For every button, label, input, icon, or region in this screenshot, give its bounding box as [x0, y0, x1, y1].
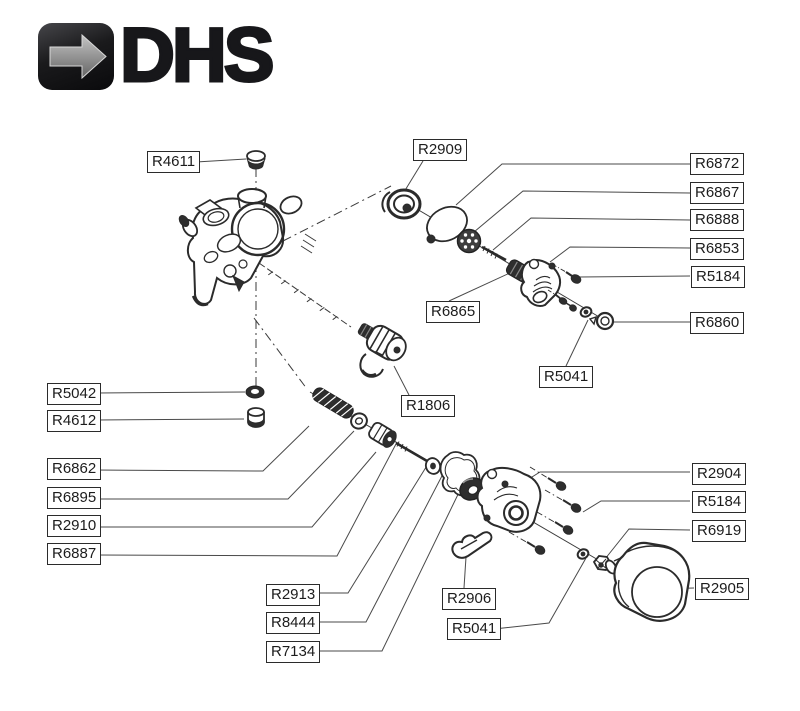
- part-label-r6862: R6862: [47, 458, 102, 480]
- part-label-r5042: R5042: [47, 383, 102, 405]
- part-label-r6895: R6895: [47, 487, 102, 509]
- washer-part-r5041-top: [579, 306, 593, 318]
- piston-part-r2910: [368, 422, 397, 448]
- retainer-part-r2909: [381, 188, 422, 220]
- screw-part-r5184-top: [547, 263, 582, 312]
- part-label-r5041-top: R5041: [539, 366, 594, 388]
- washer-part-r5041-bottom: [576, 548, 590, 560]
- part-label-r6867: R6867: [690, 182, 745, 204]
- diaphragm-part-r6872: [426, 205, 468, 244]
- bolt-part-r6860: [588, 311, 615, 331]
- part-label-r2910: R2910: [47, 515, 102, 537]
- part-label-r5041-bottom: R5041: [447, 618, 502, 640]
- logo-tile: [38, 23, 114, 90]
- part-label-r2909: R2909: [413, 139, 468, 161]
- part-label-r2904: R2904: [692, 463, 747, 485]
- part-label-r8444: R8444: [266, 612, 321, 634]
- right-arrow-icon: [49, 33, 107, 80]
- rod-part-r6887: [395, 441, 428, 463]
- housing-part-r2904: [476, 466, 542, 533]
- part-label-r6860: R6860: [690, 312, 745, 334]
- clip-part-r2906: [451, 531, 493, 559]
- part-label-r6853: R6853: [690, 238, 745, 260]
- part-label-r2906: R2906: [442, 588, 497, 610]
- part-label-r2905: R2905: [695, 578, 750, 600]
- housing-part-r6853: [520, 258, 562, 307]
- screws-part-r5184-bottom: [508, 466, 582, 555]
- part-label-r5184-top: R5184: [691, 266, 746, 288]
- spindle-part-r6888: [481, 245, 507, 262]
- part-label-r2913: R2913: [266, 584, 321, 606]
- cap-part-r4611: [246, 150, 266, 170]
- part-label-r6865: R6865: [426, 301, 481, 323]
- part-label-r6919: R6919: [692, 520, 747, 542]
- part-label-r1806: R1806: [401, 395, 456, 417]
- cartridge-part-r1806: [357, 323, 407, 378]
- part-label-r4612: R4612: [47, 410, 102, 432]
- part-label-r6888: R6888: [690, 209, 745, 231]
- knob-part-r2905: [604, 541, 691, 622]
- perforated-disc-part-r6867: [456, 228, 482, 254]
- seat-part-r4612: [247, 407, 265, 428]
- part-label-r4611: R4611: [147, 151, 201, 173]
- washer-part-r2913: [424, 457, 442, 475]
- logo-text: DHS: [118, 12, 275, 100]
- part-label-r7134: R7134: [266, 641, 321, 663]
- washer-part-r5042: [245, 385, 265, 399]
- valve-body-drawing: [178, 188, 303, 307]
- part-label-r5184-bottom: R5184: [692, 491, 747, 513]
- part-label-r6887: R6887: [47, 543, 102, 565]
- leader-lines: [94, 158, 695, 652]
- oring-part-r6895: [350, 412, 368, 430]
- spring-part-r6862: [311, 387, 354, 419]
- part-label-r6872: R6872: [690, 153, 745, 175]
